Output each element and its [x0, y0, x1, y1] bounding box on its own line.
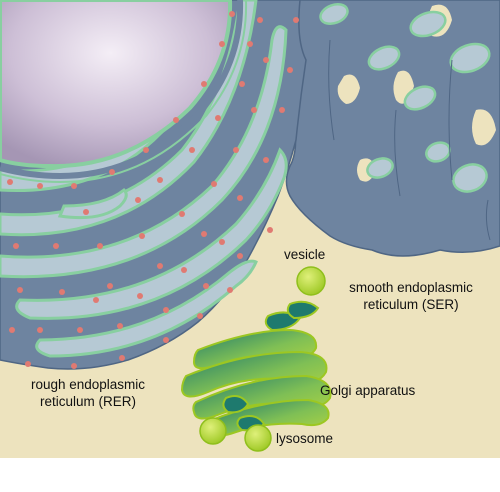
ser-cavity	[337, 74, 360, 104]
rer-cisterna	[35, 259, 258, 358]
ser-tube-opening	[366, 157, 394, 179]
rer-cisterna	[0, 25, 288, 279]
rer-cisterna	[57, 187, 128, 220]
label-rough-er-line1: rough endoplasmic	[30, 377, 146, 392]
nucleus	[0, 0, 233, 169]
ribosomes	[7, 11, 299, 369]
label-smooth-er: smooth endoplasmic reticulum (SER)	[343, 279, 479, 313]
rer-cisterna	[15, 147, 288, 320]
label-lysosome: lysosome	[276, 431, 334, 446]
label-vesicle: vesicle	[284, 247, 326, 262]
label-smooth-er-line1: smooth endoplasmic	[349, 280, 473, 295]
label-smooth-er-line2: reticulum (SER)	[363, 297, 459, 312]
label-rough-er-line2: reticulum (RER)	[39, 394, 136, 409]
smooth-er-body	[285, 0, 500, 257]
label-golgi-apparatus: Golgi apparatus	[320, 383, 416, 398]
label-rough-er: rough endoplasmic reticulum (RER)	[2, 376, 174, 410]
golgi-apparatus	[180, 300, 332, 437]
lysosome-shape	[244, 424, 272, 452]
ser-tube-opening	[367, 45, 401, 71]
ser-tube-opening	[319, 3, 349, 25]
ser-cavity	[472, 109, 496, 146]
ser-tube-opening	[403, 85, 437, 111]
nuclear-envelope	[0, 0, 244, 180]
page-bottom	[0, 458, 500, 492]
ser-tube-opening	[452, 163, 488, 193]
vesicle-shape	[296, 266, 326, 296]
lysosome-shape	[199, 417, 227, 445]
ser-tube-opening	[409, 10, 447, 38]
